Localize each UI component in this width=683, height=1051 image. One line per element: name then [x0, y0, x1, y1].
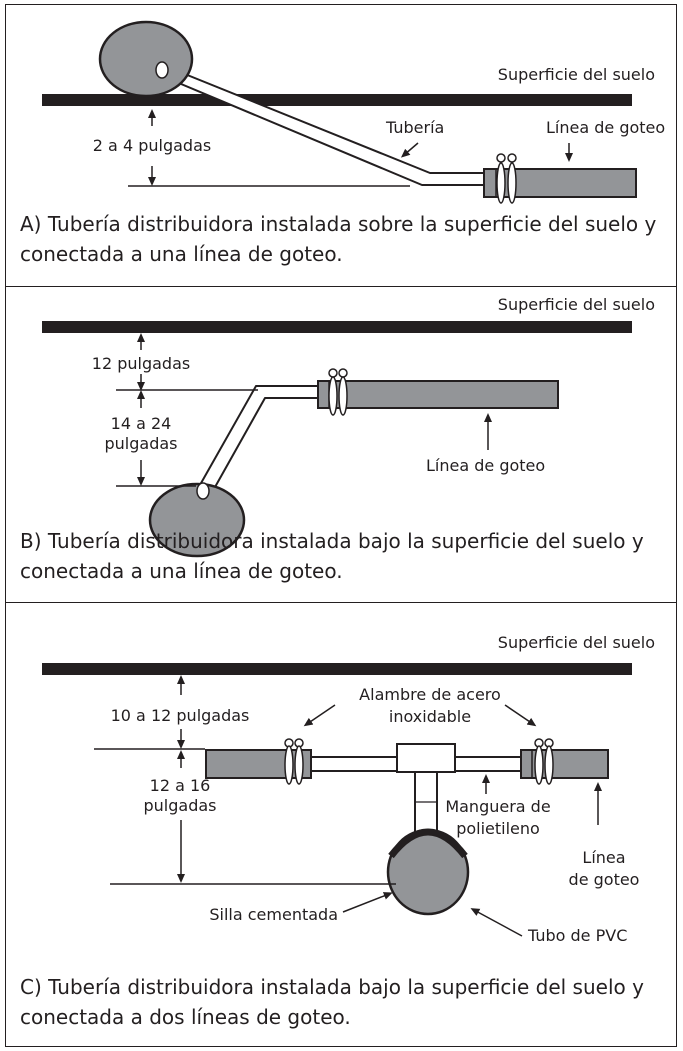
- drip-label-2: de goteo: [569, 870, 640, 889]
- clamp-icon: [284, 738, 304, 785]
- main-pipe: [98, 20, 194, 98]
- panel-b: Superficie del suelo 12 pulgadas 14 a 24…: [42, 295, 655, 558]
- clamp-icon: [496, 153, 517, 204]
- hose-label-2: polietileno: [456, 819, 540, 838]
- pvc-arrow-icon: [470, 908, 523, 937]
- hose-label-1: Manguera de: [445, 797, 550, 816]
- pipe-opening: [155, 61, 169, 79]
- main-pipe: [148, 482, 246, 558]
- depth-bottom-label-1: 14 a 24: [111, 414, 172, 433]
- drip-label: Línea de goteo: [426, 456, 545, 475]
- drip-label-1: Línea: [582, 848, 625, 867]
- pipe-label: Tubería: [385, 118, 444, 137]
- depth-bottom-label-2: pulgadas: [144, 796, 217, 815]
- drip-line: [520, 749, 609, 779]
- depth-top-label: 12 pulgadas: [92, 354, 190, 373]
- saddle-arrow-icon: [342, 892, 393, 913]
- surface-label: Superficie del suelo: [498, 65, 655, 84]
- soil-surface-bar: [42, 321, 632, 333]
- tee-fitting: [396, 743, 456, 773]
- pipe-opening: [196, 482, 210, 500]
- wire-label-2: inoxidable: [389, 707, 471, 726]
- panel-a: Superficie del suelo 2 a 4 pulgadas Tube…: [42, 20, 665, 204]
- saddle-label: Silla cementada: [209, 905, 338, 924]
- panel-divider-ab: [5, 286, 677, 287]
- wire-label-1: Alambre de acero: [359, 685, 501, 704]
- wire-arrow-right-icon: [504, 704, 537, 727]
- drip-line: [317, 380, 559, 409]
- soil-surface-bar: [42, 94, 632, 106]
- drip-line: [483, 168, 637, 198]
- caption-a: A) Tubería distribuidora instalada sobre…: [20, 212, 657, 266]
- cemented-saddle: [388, 828, 468, 859]
- pvc-label: Tubo de PVC: [527, 926, 627, 945]
- depth-label: 2 a 4 pulgadas: [93, 136, 211, 155]
- soil-surface-bar: [42, 663, 632, 675]
- figure-frame: [5, 4, 677, 1047]
- caption-c: C) Tubería distribuidora instalada bajo …: [20, 975, 644, 1029]
- panel-c: Superficie del suelo 10 a 12 p: [42, 633, 655, 945]
- clamp-icon: [534, 738, 554, 785]
- caption-b: B) Tubería distribuidora instalada bajo …: [20, 529, 644, 583]
- pipe-arrow-icon: [400, 142, 419, 158]
- panel-divider-bc: [5, 602, 677, 603]
- surface-label: Superficie del suelo: [498, 633, 655, 652]
- clamp-icon: [328, 368, 348, 416]
- drip-label: Línea de goteo: [546, 118, 665, 137]
- distribution-pipe: [195, 385, 319, 497]
- depth-bottom-label-1: 12 a 16: [150, 776, 211, 795]
- wire-arrow-left-icon: [303, 704, 336, 727]
- surface-label: Superficie del suelo: [498, 295, 655, 314]
- depth-top-label: 10 a 12 pulgadas: [111, 706, 250, 725]
- depth-bottom-label-2: pulgadas: [105, 434, 178, 453]
